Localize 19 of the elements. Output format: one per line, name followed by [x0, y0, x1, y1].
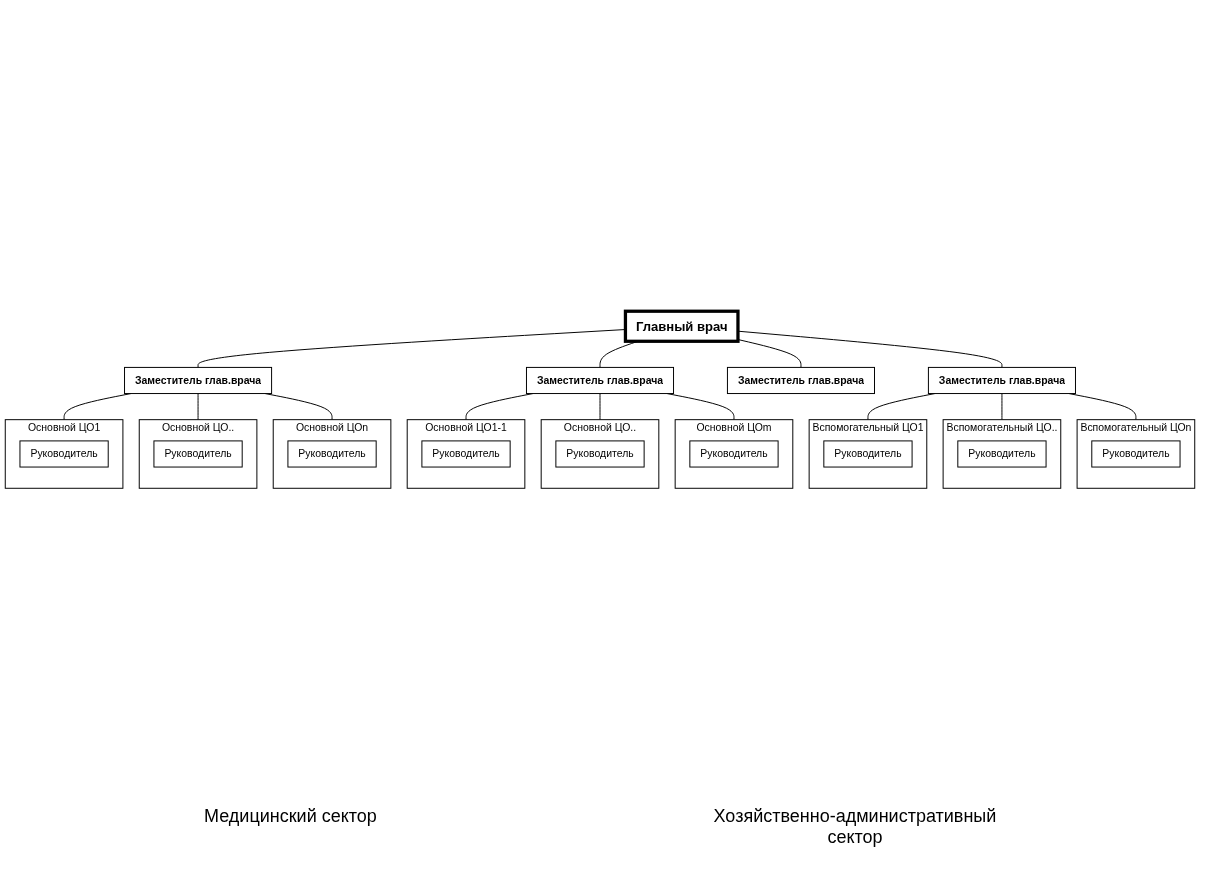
node-box: Руководитель: [421, 440, 511, 468]
node-box: Руководитель: [287, 440, 377, 468]
node-box: Главный врач: [623, 309, 740, 344]
sector-label: Хозяйственно-административный сектор: [712, 806, 998, 848]
node-box: Руководитель: [957, 440, 1047, 468]
node-box: Руководитель: [823, 440, 913, 468]
node-box: Руководитель: [555, 440, 645, 468]
sector-label: Медицинский сектор: [204, 806, 377, 828]
node-box: Руководитель: [689, 440, 779, 468]
connector: [1001, 393, 1003, 421]
node-box: Руководитель: [153, 440, 243, 468]
node-box: Заместитель глав.врача: [726, 367, 875, 395]
node-box: Заместитель глав.врача: [927, 367, 1076, 395]
node-box: Руководитель: [1091, 440, 1181, 468]
connector: [599, 393, 601, 421]
connector: [197, 393, 199, 421]
node-box: Руководитель: [19, 440, 109, 468]
node-box: Заместитель глав.врача: [124, 367, 273, 395]
node-box: Заместитель глав.врача: [526, 367, 674, 395]
